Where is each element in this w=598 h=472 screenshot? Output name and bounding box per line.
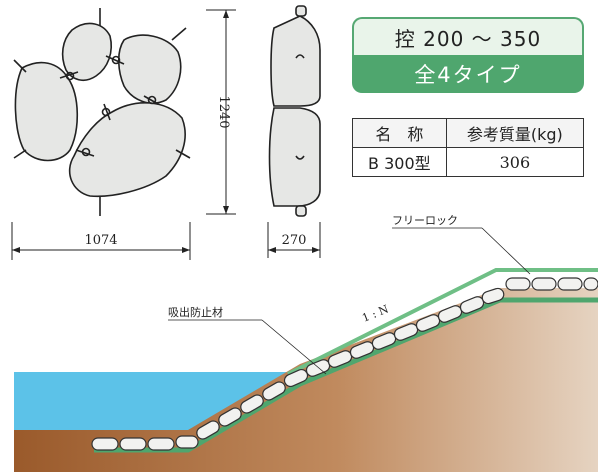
thickness-label: 270 bbox=[282, 233, 307, 248]
cell-mass-value: 306 bbox=[445, 147, 585, 177]
type-count-label: 全4タイプ bbox=[352, 55, 584, 93]
block-plan-view bbox=[14, 22, 186, 198]
slope-ratio-label: 1 : N bbox=[360, 302, 391, 324]
block-chain bbox=[91, 277, 598, 451]
height-label: 1240 bbox=[216, 95, 231, 128]
green-top-strip bbox=[287, 268, 598, 376]
callout-free-rock-label: フリーロック bbox=[392, 214, 458, 227]
block-lobe-left bbox=[14, 61, 79, 162]
product-range-badge: 控 200 ～ 350 全4タイプ bbox=[352, 17, 584, 93]
table-row: B 300型 306 bbox=[352, 147, 585, 177]
width-dimension: 1074 bbox=[11, 222, 191, 260]
block-side-view bbox=[268, 5, 321, 217]
width-label: 1074 bbox=[84, 233, 117, 248]
header-mass: 参考質量(kg) bbox=[445, 118, 585, 148]
height-dimension: 1240 bbox=[206, 9, 236, 215]
cell-model-name: B 300型 bbox=[352, 147, 447, 177]
control-range-label: 控 200 ～ 350 bbox=[352, 17, 584, 55]
header-name: 名 称 bbox=[352, 118, 447, 148]
callout-suction-prevention-label: 吸出防止材 bbox=[168, 305, 223, 319]
thickness-dimension: 270 bbox=[267, 222, 321, 258]
callout-suction-prevention: 吸出防止材 bbox=[168, 305, 327, 375]
callout-free-rock: フリーロック bbox=[392, 214, 531, 275]
block-lobe-bottom-right bbox=[68, 102, 186, 198]
spec-table-header-row: 名 称 参考質量(kg) bbox=[352, 118, 585, 148]
spec-table: 名 称 参考質量(kg) B 300型 306 bbox=[352, 118, 585, 177]
block-lobe-top-right bbox=[117, 34, 182, 104]
plan-connectors bbox=[13, 8, 191, 216]
block-lobe-top-left bbox=[61, 22, 112, 82]
